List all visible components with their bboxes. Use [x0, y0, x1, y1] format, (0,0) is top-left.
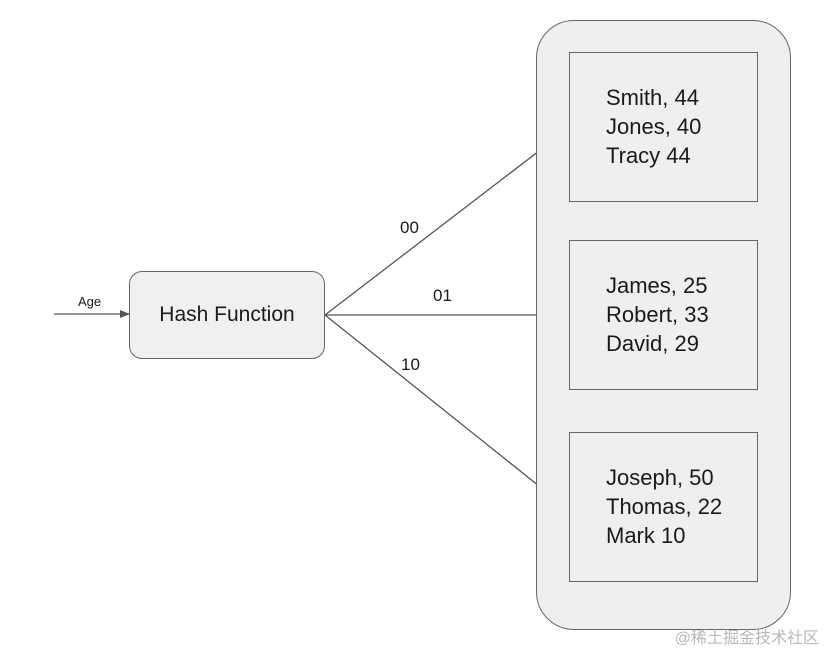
bucket-record: James, 25	[606, 273, 708, 298]
bucket-10: Joseph, 50 Thomas, 22 Mark 10	[569, 432, 758, 582]
edge-label-00: 00	[400, 218, 419, 237]
bucket-record: David, 29	[606, 331, 699, 356]
hash-function-label: Hash Function	[159, 303, 295, 326]
bucket-01: James, 25 Robert, 33 David, 29	[569, 240, 758, 390]
watermark: @稀土掘金技术社区	[674, 630, 819, 647]
edge-arrow-00	[324, 127, 570, 316]
bucket-record: Thomas, 22	[606, 494, 723, 519]
bucket-00: Smith, 44 Jones, 40 Tracy 44	[569, 52, 758, 202]
input-label: Age	[78, 294, 102, 309]
bucket-record: Jones, 40	[606, 114, 702, 139]
bucket-record: Tracy 44	[606, 143, 691, 168]
hash-function-box: Hash Function	[129, 271, 325, 359]
edge-arrow-10	[324, 314, 570, 511]
edge-label-10: 10	[401, 355, 420, 374]
edge-label-01: 01	[433, 286, 452, 305]
bucket-record: Robert, 33	[606, 302, 709, 327]
bucket-record: Mark 10	[606, 523, 686, 548]
bucket-record: Joseph, 50	[606, 465, 714, 490]
bucket-record: Smith, 44	[606, 85, 699, 110]
